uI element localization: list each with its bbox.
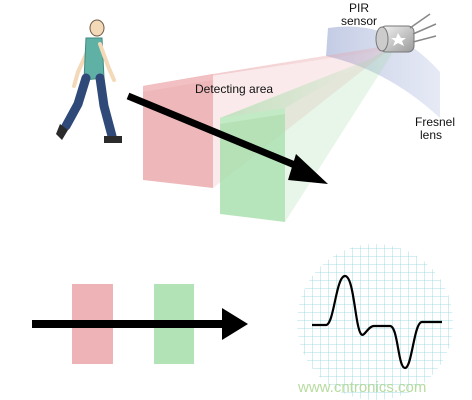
signal-waveform [312,274,442,370]
fresnel-lens-label-line2: lens [420,128,442,142]
pir-sensor-icon [375,13,437,53]
pir-sensor-label-line2: sensor [341,14,377,28]
pir-sensor-label-line1: PIR [349,1,369,15]
detecting-area-label: Detecting area [195,82,273,96]
red-detection-zone [143,74,213,188]
oscilloscope-display-icon [297,244,453,400]
green-detection-zone [220,108,285,222]
fresnel-lens-label-line1: Fresnel [415,115,455,129]
watermark: www.cntronics.com [297,379,426,396]
walking-person-icon [56,19,122,143]
bottom-zones-diagram [32,284,248,364]
motion-arrow-top [126,92,328,184]
